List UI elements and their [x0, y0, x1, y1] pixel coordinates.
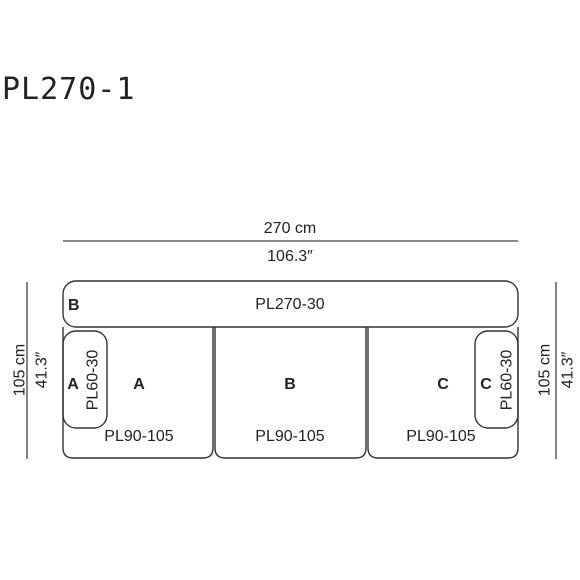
seat-c-marker: C — [437, 376, 449, 393]
product-title: PL270-1 — [2, 72, 136, 107]
arm-right-code: PL60-30 — [499, 350, 516, 411]
arm-rest-left — [62, 330, 108, 429]
back-code: PL270-30 — [255, 296, 324, 313]
back-cushion — [62, 280, 519, 328]
seat-module-a — [62, 327, 214, 459]
seat-c-code: PL90-105 — [406, 428, 475, 445]
depth-cm-label-left: 105 cm — [12, 344, 29, 396]
seat-module-b — [214, 327, 367, 459]
back-marker: B — [68, 297, 80, 314]
seat-b-marker: B — [284, 376, 296, 393]
seat-a-code: PL90-105 — [104, 428, 173, 445]
depth-inch-label-right: 41.3″ — [560, 351, 577, 388]
arm-left-marker: A — [67, 376, 79, 393]
seat-module-c — [367, 327, 519, 459]
width-inch-label: 106.3″ — [267, 248, 313, 265]
width-cm-label: 270 cm — [264, 220, 316, 237]
seat-b-code: PL90-105 — [255, 428, 324, 445]
seat-a-marker: A — [133, 376, 145, 393]
depth-inch-label-left: 41.3″ — [34, 351, 51, 388]
arm-left-code: PL60-30 — [85, 350, 102, 411]
depth-cm-label-right: 105 cm — [537, 344, 554, 396]
arm-right-marker: C — [480, 376, 492, 393]
arm-rest-right — [474, 330, 519, 429]
